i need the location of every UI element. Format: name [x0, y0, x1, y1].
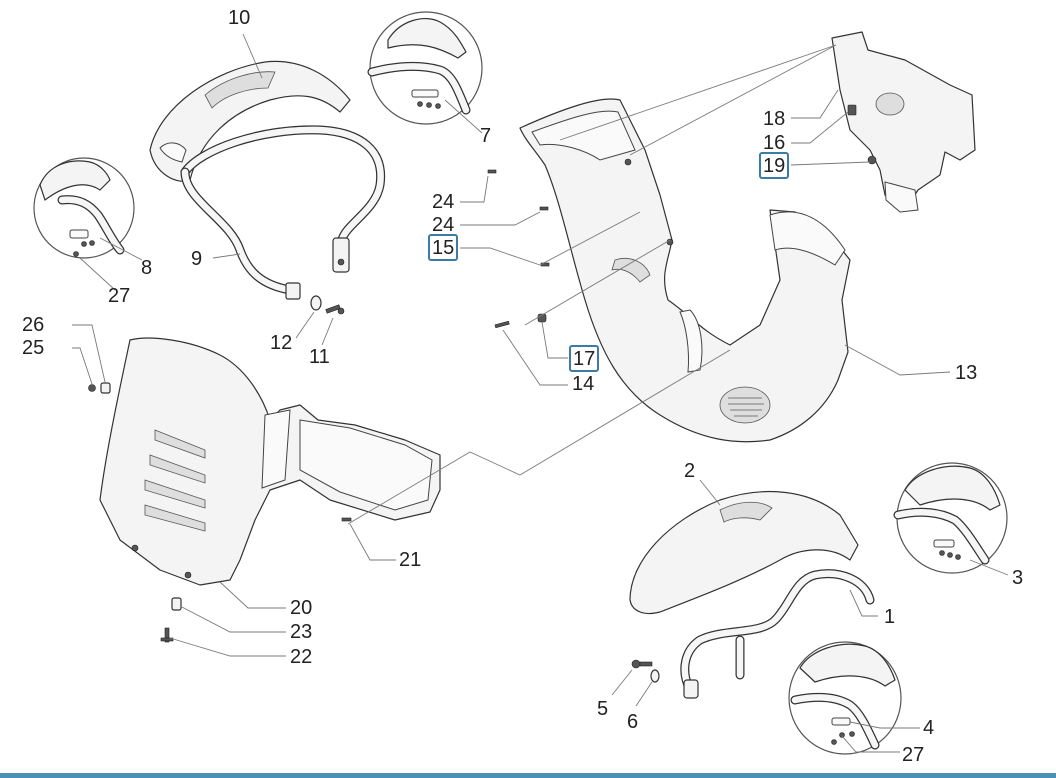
callout-6: 6 [627, 711, 639, 733]
part-20-leg-shield [99, 337, 441, 586]
part-10-fender-shell [149, 60, 351, 182]
detail-circle-part-7 [367, 11, 483, 125]
part-13-inner-shield [519, 98, 851, 443]
part-24-screw-b [539, 206, 549, 211]
part-24-screw-a [487, 169, 497, 174]
part-11-bolt [325, 304, 345, 315]
callout-11: 11 [309, 346, 330, 368]
callout-24-lower: 24 [432, 214, 455, 236]
callout-26: 26 [22, 314, 45, 336]
part-12-washer [310, 295, 322, 311]
part-18-splash-panel [831, 31, 976, 213]
part-2-rear-fender [629, 491, 859, 615]
callout-4: 4 [923, 717, 935, 739]
detail-circle-part-3 [893, 462, 1008, 574]
bottom-accent-rule [0, 773, 1056, 778]
callout-27-bottom: 27 [902, 744, 925, 766]
callout-9: 9 [191, 248, 203, 270]
part-9-support-bar [180, 125, 386, 300]
part-22-screw [160, 627, 174, 643]
callout-15-highlighted[interactable]: 15 [428, 234, 459, 261]
callout-8: 8 [141, 257, 153, 279]
callout-17-highlighted[interactable]: 17 [569, 345, 600, 372]
part-23-spacer [171, 597, 182, 611]
callout-7: 7 [480, 125, 492, 147]
leader-lines [72, 33, 1009, 753]
callout-10: 10 [228, 7, 251, 29]
part-26-clip [100, 382, 111, 394]
part-21-screw [341, 517, 352, 522]
callout-1: 1 [884, 606, 896, 628]
detail-circle-part-4 [788, 641, 902, 755]
callout-24-upper: 24 [432, 191, 455, 213]
part-25-screw [88, 384, 96, 392]
callout-2: 2 [684, 460, 696, 482]
callout-3: 3 [1012, 567, 1024, 589]
callout-22: 22 [290, 646, 313, 668]
callout-19-highlighted[interactable]: 19 [759, 152, 790, 179]
callout-20: 20 [290, 597, 313, 619]
part-19-screw [867, 155, 877, 165]
callout-12: 12 [270, 332, 293, 354]
callout-21: 21 [399, 549, 422, 571]
callout-27-left: 27 [108, 285, 131, 307]
callout-23: 23 [290, 621, 313, 643]
part-16-clip [847, 104, 857, 116]
callout-13: 13 [955, 362, 978, 384]
part-14-screw [494, 320, 510, 329]
callout-16: 16 [763, 132, 786, 154]
detail-circle-part-8 [33, 157, 135, 259]
part-6-washer [650, 669, 660, 683]
callout-18: 18 [763, 108, 786, 130]
callout-5: 5 [597, 698, 609, 720]
part-1-rear-support-bar [680, 569, 875, 699]
callout-14: 14 [572, 373, 595, 395]
part-5-bolt [631, 659, 653, 669]
callout-25: 25 [22, 337, 45, 359]
